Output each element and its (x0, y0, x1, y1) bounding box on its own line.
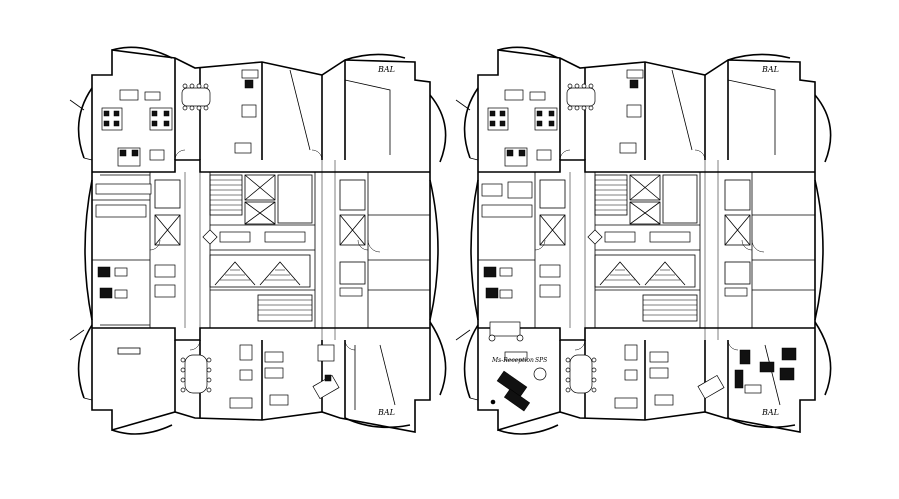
left-building-outline (91, 49, 431, 433)
left-balcony-north-west (111, 46, 173, 59)
left-balcony-south-west (111, 424, 173, 435)
left-balcony-west-bottom (77, 324, 93, 399)
annotation-label: SPS (535, 357, 547, 364)
annotation-label: Ms-Reception (491, 357, 534, 364)
right-desks-middle (481, 181, 748, 299)
left-balcony-north-east (344, 53, 406, 61)
right-furniture-bottom (488, 321, 797, 412)
left-furniture-bottom (117, 344, 340, 409)
balcony-label: BAL (377, 65, 395, 74)
left-building: BAL BAL (69, 46, 447, 435)
right-workstations-top (487, 69, 644, 167)
left-balcony-south-east (344, 417, 411, 429)
right-building-outline (477, 49, 816, 433)
left-balcony-east-bottom (429, 321, 447, 396)
left-balcony-west-top (77, 87, 93, 159)
balcony-label: BAL (761, 65, 779, 74)
balcony-label: BAL (761, 408, 779, 417)
left-desks-middle (92, 183, 363, 299)
left-balcony-east-top (429, 94, 447, 163)
left-workstations-top (101, 69, 259, 167)
right-building: Ms-Reception SPS BAL BAL (455, 46, 832, 435)
balcony-label: BAL (377, 408, 395, 417)
